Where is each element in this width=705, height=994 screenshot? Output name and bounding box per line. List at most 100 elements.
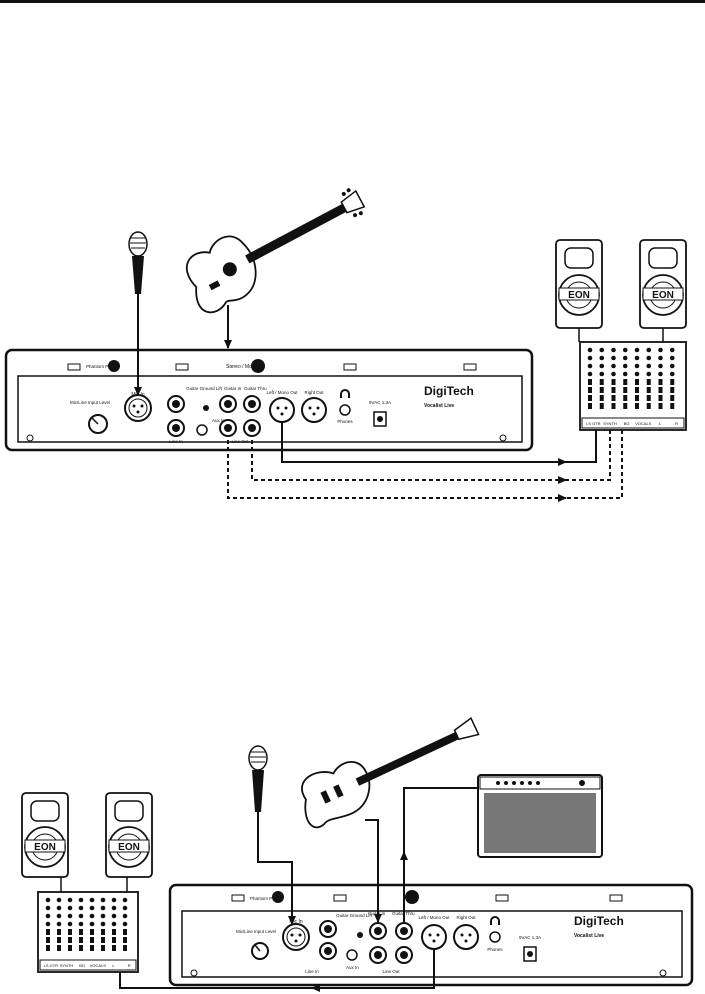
speaker-logo: EON xyxy=(652,290,674,301)
mixer-knob xyxy=(599,363,605,369)
mixer-channel-label: L xyxy=(659,421,662,426)
mixer-knob xyxy=(111,905,117,911)
guitar-cable xyxy=(365,819,382,923)
mixer-knob xyxy=(658,347,663,353)
mixer-knob xyxy=(56,913,62,919)
mixer-knob xyxy=(123,929,127,935)
mixer-knob xyxy=(78,921,84,927)
mixer-knob xyxy=(78,897,84,903)
electric-guitar-icon xyxy=(301,716,480,829)
mixer-knob xyxy=(622,371,628,377)
aux-in-jack xyxy=(346,949,358,961)
mixer-knob xyxy=(622,363,628,369)
vocalist-unit-bottom: Phantom Power Mic/Line Input Level Mic I… xyxy=(168,883,694,987)
left-out-to-mixer xyxy=(119,950,435,989)
mixer-knob xyxy=(658,395,663,401)
mixer-channel-label: VOCALS xyxy=(635,421,652,426)
mixer-knob xyxy=(78,905,84,911)
model-logo: Vocalist Live xyxy=(424,403,454,409)
mixer-channel-label: BG xyxy=(79,963,85,968)
right-out-label: Right Out xyxy=(456,915,476,920)
mixer-knob xyxy=(611,403,616,409)
mixer-knob xyxy=(623,403,628,409)
mixer-knob xyxy=(599,347,605,353)
mixer-knob xyxy=(101,937,105,943)
speaker-icon: EON xyxy=(555,239,603,329)
mixer-knob xyxy=(67,905,73,911)
mixer-knob xyxy=(658,379,663,385)
brand-logo: DigiTech xyxy=(574,914,624,928)
microphone-icon xyxy=(128,231,148,294)
right-out-jack xyxy=(301,397,327,423)
mixer-knob xyxy=(646,363,652,369)
mixer-knob xyxy=(89,921,95,927)
mixer-knob xyxy=(658,403,663,409)
left-out-to-mixer xyxy=(281,422,567,466)
mixer-knob xyxy=(122,921,128,927)
phones-jack xyxy=(489,931,501,943)
mixer-knob xyxy=(101,929,105,935)
mixer-knob xyxy=(623,379,628,385)
amplifier-icon xyxy=(477,774,603,858)
mixer-knob xyxy=(46,929,50,935)
speaker-logo: EON xyxy=(34,842,56,853)
mixer-knob xyxy=(669,347,675,353)
stereo-mono-label: Stereo / Mono xyxy=(226,364,258,370)
mixer-knob xyxy=(45,905,51,911)
mixer-knob xyxy=(67,897,73,903)
headphones-icon xyxy=(340,389,350,398)
mixer-knob xyxy=(587,371,593,377)
mic-line-level-label: Mic/Line Input Level xyxy=(70,400,110,405)
mic-cable xyxy=(257,812,296,925)
ground-lift-label: Guitar Ground Lift xyxy=(186,386,223,391)
mixer-knob xyxy=(623,387,628,393)
mixer-knob xyxy=(79,937,83,943)
model-logo: Vocalist Live xyxy=(574,933,604,939)
mixer-knob xyxy=(635,403,639,409)
mixer-knob xyxy=(45,921,51,927)
headphones-icon xyxy=(490,916,500,925)
phantom-power-button xyxy=(108,360,120,372)
guitar-thru-to-amp xyxy=(403,787,478,922)
line-out-label: Line Out xyxy=(231,439,249,444)
mixer-knob xyxy=(79,945,83,951)
mixer-knob xyxy=(622,355,628,361)
mixer-knob xyxy=(45,897,51,903)
line-in-label: Line In xyxy=(305,969,319,974)
mixer-knob xyxy=(112,937,116,943)
mixer-knob xyxy=(635,379,639,385)
mixer-knob xyxy=(100,897,106,903)
mixer-knob xyxy=(611,371,616,377)
ground-lift-label: Guitar Ground Lift xyxy=(336,913,373,918)
stereo-mono-button xyxy=(405,890,419,904)
mixer-knob xyxy=(100,913,106,919)
header-rule xyxy=(0,0,705,3)
mixer-knob xyxy=(670,403,675,409)
mixer-knob xyxy=(78,913,84,919)
line-in-label: Line In xyxy=(169,439,183,444)
mixer-knob xyxy=(46,937,50,943)
guitar-in-label: Guitar In xyxy=(224,386,242,391)
mixer-knob xyxy=(588,379,592,385)
mixer-knob xyxy=(89,913,95,919)
right-out-jack xyxy=(453,924,479,950)
mixer-channel-label: SYNTH xyxy=(60,963,74,968)
mixer-knob xyxy=(646,355,652,361)
stereo-mono-button xyxy=(251,359,265,373)
mixer-knob xyxy=(646,403,651,409)
mixer-knob xyxy=(611,363,616,369)
mic-in-label: Mic In xyxy=(289,919,303,925)
speaker-logo: EON xyxy=(568,290,590,301)
mixer-knob xyxy=(588,403,592,409)
mixer-knob xyxy=(669,371,675,377)
mixer-knob xyxy=(45,913,51,919)
mixer-knob xyxy=(599,395,604,401)
mixer-channel-label: L xyxy=(112,963,115,968)
mixer-knob xyxy=(56,905,62,911)
mixer-knob xyxy=(634,347,640,353)
mixer-knob xyxy=(587,347,593,353)
